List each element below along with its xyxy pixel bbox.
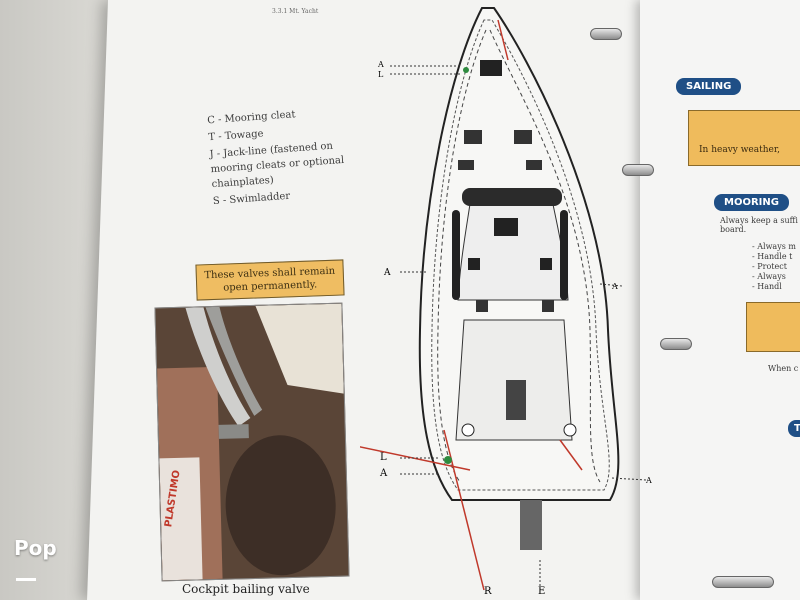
- mooring-note-box: [746, 302, 800, 352]
- mooring-bullets: - Always m - Handle t - Protect - Always…: [752, 242, 796, 292]
- pop-watermark: Pop: [14, 536, 57, 560]
- label-r: R: [484, 586, 492, 597]
- hatch: [494, 218, 518, 236]
- sailing-note: In heavy weather,: [699, 145, 781, 155]
- label-e: E: [538, 586, 546, 597]
- hatch: [526, 160, 542, 170]
- label-a-left: A: [384, 268, 391, 278]
- leader-line: [611, 477, 647, 481]
- side-window: [452, 210, 460, 300]
- legend: C - Mooring cleat T - Towage J - Jack-li…: [207, 103, 363, 211]
- cabin-top: [457, 189, 569, 301]
- binder-ring: [590, 28, 622, 40]
- deck-line: [431, 19, 610, 491]
- green-marker: [444, 456, 452, 464]
- mooring-bullet: - Always: [752, 272, 786, 281]
- label-l-bottom: L: [380, 452, 387, 463]
- mooring-bullet: - Always m: [752, 242, 796, 251]
- right-page: SAILING In heavy weather, MOORING Always…: [640, 0, 800, 600]
- green-marker: [463, 67, 469, 73]
- hatch: [464, 130, 482, 144]
- label-a-bottom: A: [380, 468, 388, 479]
- binder-ring: [622, 164, 654, 176]
- mooring-heading: MOORING: [714, 194, 789, 211]
- hatch: [476, 300, 488, 312]
- page-header: 3.3.1 Mt. Yacht: [272, 8, 319, 15]
- binder-ring: [660, 338, 692, 350]
- photo-caption: Cockpit bailing valve: [182, 582, 310, 596]
- winch: [461, 423, 475, 437]
- sailing-note-box: In heavy weather,: [688, 110, 800, 166]
- guard-rail: [489, 29, 601, 483]
- mooring-text: Always keep a suffi board.: [720, 216, 798, 234]
- mooring-bullet: - Handle t: [752, 252, 793, 261]
- binder-ring: [712, 576, 774, 588]
- mooring-bullet: - Handl: [752, 282, 782, 291]
- hatch: [514, 130, 532, 144]
- label-l-top: L: [378, 70, 384, 79]
- mooring-bullet: - Protect: [752, 262, 787, 271]
- cockpit-table: [506, 380, 526, 420]
- valve-note: These valves shall remain open permanent…: [195, 259, 345, 301]
- hatch: [542, 300, 554, 312]
- label-a-top: A: [378, 60, 384, 69]
- label-a-right: A: [612, 282, 618, 291]
- partial-badge: T: [788, 420, 800, 437]
- hatch: [540, 258, 552, 270]
- watermark-bar: [16, 578, 36, 581]
- red-arrow: [360, 446, 471, 471]
- guard-rail: [437, 29, 487, 483]
- winch: [563, 423, 577, 437]
- legend-item: J - Jack-line (fastened on mooring cleat…: [209, 140, 345, 191]
- deck-plan-diagram: [360, 7, 647, 591]
- cockpit-photo: PLASTIMO: [154, 302, 350, 582]
- photo-illustration: [155, 303, 349, 581]
- red-arrow: [497, 19, 509, 61]
- dark-band: [462, 188, 562, 206]
- red-arrow: [443, 429, 485, 591]
- swimladder: [520, 500, 542, 550]
- label-a-right-bottom: A: [646, 476, 652, 485]
- side-window: [560, 210, 568, 300]
- bottom-note: When c: [768, 364, 799, 373]
- hatch: [468, 258, 480, 270]
- hatch: [480, 60, 502, 76]
- red-arrow: [559, 439, 583, 471]
- sailing-heading: SAILING: [676, 78, 742, 95]
- hatch: [458, 160, 474, 170]
